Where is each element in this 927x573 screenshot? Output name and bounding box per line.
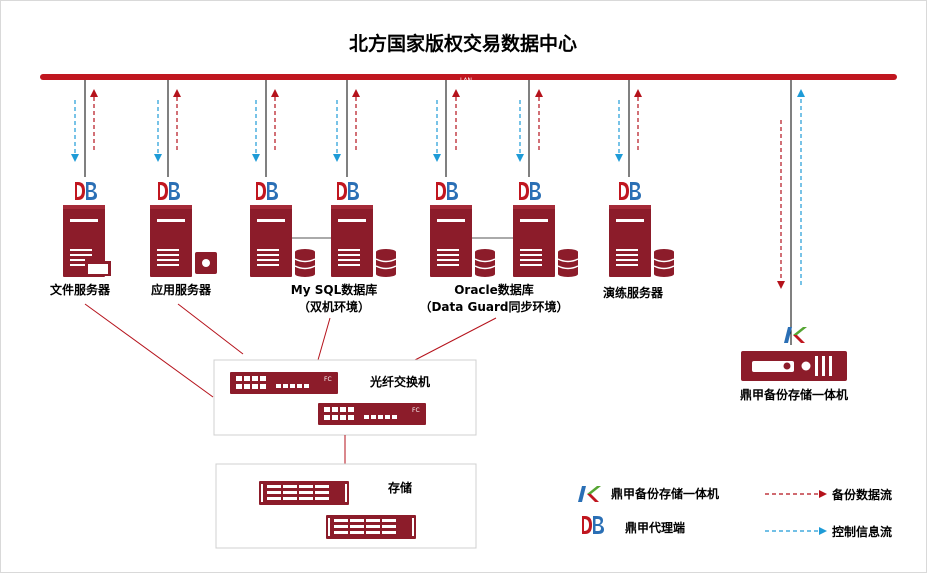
oracle-server-1 <box>430 205 496 278</box>
database-icon <box>294 248 316 278</box>
folder-icon <box>85 258 111 276</box>
fc-switch-2: FC <box>318 403 426 425</box>
agent-logo-icon <box>519 182 541 200</box>
appliance-label: 鼎甲备份存储一体机 <box>740 387 848 402</box>
agent-logo-icon <box>158 182 180 200</box>
lan-label: LAN <box>460 77 472 84</box>
agent-logo-icon <box>436 182 458 200</box>
file-server <box>63 205 111 277</box>
mysql-sublabel: （双机环境） <box>298 299 370 314</box>
storage-label: 存储 <box>387 480 412 495</box>
backup-appliance <box>741 351 847 381</box>
application-server-label: 应用服务器 <box>151 282 212 297</box>
drill-server <box>609 205 675 278</box>
fc-label: FC <box>412 407 420 414</box>
legend-agent-logo-icon <box>582 516 604 534</box>
database-icon <box>653 248 675 278</box>
legend-agent-label: 鼎甲代理端 <box>625 520 685 535</box>
mysql-label: My SQL数据库 <box>291 282 377 297</box>
oracle-label: Oracle数据库 <box>454 282 534 297</box>
legend-backup-label: 备份数据流 <box>831 487 892 502</box>
agent-logo-icon <box>75 182 97 200</box>
fc-switch-1: FC <box>230 372 338 394</box>
database-icon <box>375 248 397 278</box>
disk-icon <box>195 252 217 274</box>
legend-appliance-label: 鼎甲备份存储一体机 <box>611 486 719 501</box>
fc-label: FC <box>324 376 332 383</box>
dingjia-k-logo-icon <box>784 327 807 343</box>
storage-array-2 <box>326 515 416 539</box>
database-icon <box>474 248 496 278</box>
legend-control-label: 控制信息流 <box>832 524 892 539</box>
switch-label: 光纤交换机 <box>369 374 430 389</box>
mysql-server-1 <box>250 205 316 278</box>
agent-logo-icon <box>619 182 641 200</box>
oracle-sublabel: （Data Guard同步环境） <box>419 299 568 314</box>
oracle-server-2 <box>513 205 579 278</box>
storage-array-1 <box>259 481 349 505</box>
storage-container <box>215 463 477 549</box>
agent-logo-icon <box>256 182 278 200</box>
database-icon <box>557 248 579 278</box>
legend-k-logo-icon <box>578 486 601 502</box>
application-server <box>150 205 217 277</box>
agent-logo-icon <box>337 182 359 200</box>
san-links <box>84 303 497 398</box>
file-server-label: 文件服务器 <box>50 282 111 297</box>
server-lan-links <box>84 80 792 345</box>
flow-arrows <box>71 89 805 289</box>
mysql-server-2 <box>331 205 397 278</box>
diagram-title: 北方国家版权交易数据中心 <box>349 32 577 55</box>
drill-server-label: 演练服务器 <box>603 285 664 300</box>
legend: 鼎甲备份存储一体机 鼎甲代理端 备份数据流 控制信息流 <box>578 486 892 539</box>
